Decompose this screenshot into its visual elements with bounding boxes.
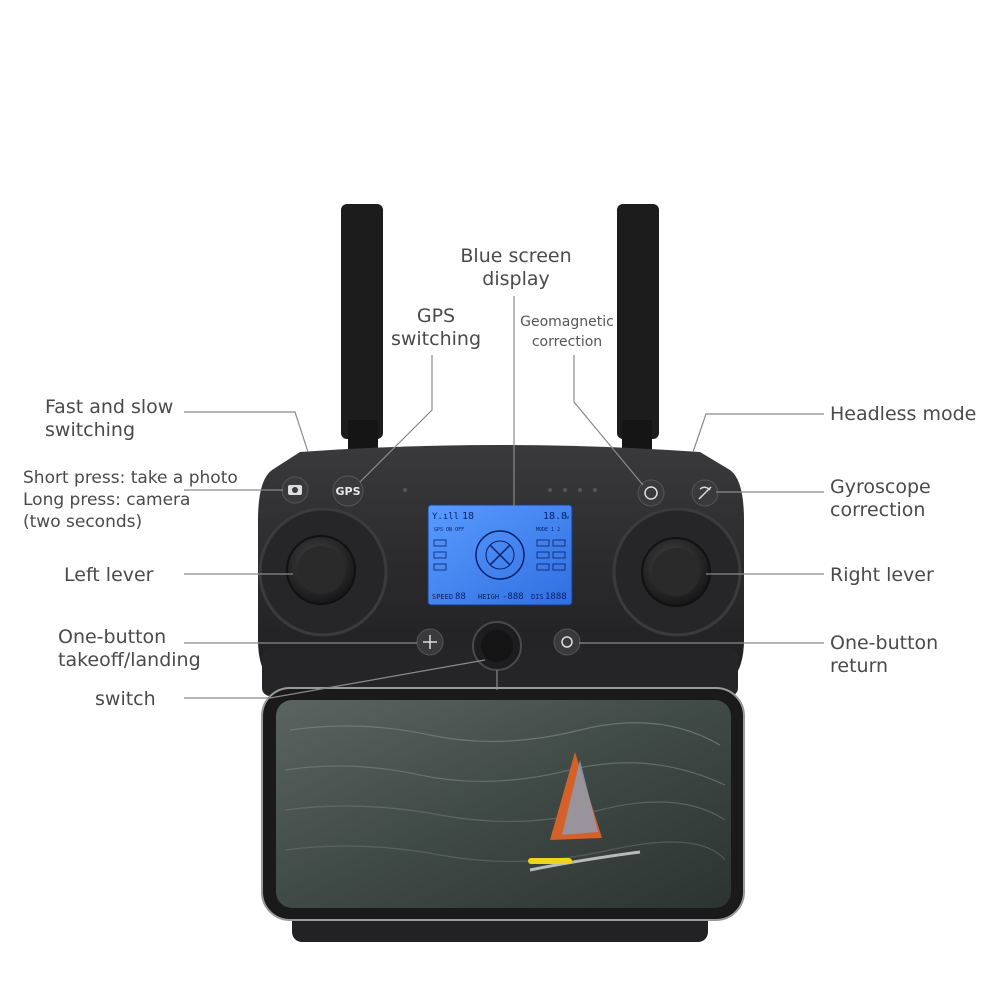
lcd-signal: Y.ıll xyxy=(432,512,459,522)
label-gps-switching: GPS switching xyxy=(390,305,482,350)
label-geomagnetic-correction: Geomagnetic correction xyxy=(520,314,614,350)
label-gyroscope-correction: Gyroscope correction xyxy=(830,476,931,521)
blue-screen-display: Y.ıll 18 18.8 v GPS ON OFF MODE 1 2 SPEE… xyxy=(427,504,573,606)
label-fast-slow-switching: Fast and slow switching xyxy=(45,396,174,441)
label-one-button-takeoff: One-button takeoff/landing xyxy=(58,626,201,671)
lcd-compass-ring xyxy=(475,530,525,580)
camera-button[interactable] xyxy=(281,476,309,504)
label-switch: switch xyxy=(95,688,156,710)
return-icon xyxy=(561,636,573,648)
lcd-speed-label: SPEED xyxy=(432,593,453,601)
smartphone xyxy=(261,687,745,921)
right-lever[interactable] xyxy=(641,537,711,607)
label-camera-button: Short press: take a photo Long press: ca… xyxy=(23,468,238,532)
lcd-dis-value: 1888 xyxy=(545,592,567,602)
geomagnetic-correction-button[interactable] xyxy=(637,479,665,507)
lcd-top-value: 18 xyxy=(462,511,474,522)
one-button-return-button[interactable] xyxy=(553,628,581,656)
leader-lines xyxy=(184,296,824,699)
gps-button[interactable]: GPS xyxy=(332,475,364,507)
label-left-lever: Left lever xyxy=(64,564,154,586)
lcd-battery-unit: v xyxy=(566,514,570,521)
drone-icon xyxy=(423,635,437,649)
gps-button-label: GPS xyxy=(335,485,360,498)
windsurfer xyxy=(528,752,602,864)
right-antenna xyxy=(617,204,659,450)
label-right-lever: Right lever xyxy=(830,564,934,586)
lcd-speed-value: 88 xyxy=(455,592,466,602)
takeoff-landing-button[interactable] xyxy=(416,628,444,656)
phone-screen-photo xyxy=(276,700,731,908)
lcd-dis-label: DIS xyxy=(531,593,544,601)
label-blue-screen-display: Blue screen display xyxy=(460,245,572,290)
gyroscope-correction-button[interactable] xyxy=(691,479,719,507)
lcd-height-label: HEIGH xyxy=(478,593,499,601)
lcd-battery-value: 18.8 xyxy=(543,511,567,522)
label-headless-mode: Headless mode xyxy=(830,403,977,425)
left-lever[interactable] xyxy=(286,535,356,605)
gyroscope-icon xyxy=(698,486,712,500)
compass-icon xyxy=(644,486,658,500)
lcd-mode: MODE 1 2 xyxy=(536,527,560,533)
lcd-height-value: -888 xyxy=(502,592,524,602)
label-one-button-return: One-button return xyxy=(830,632,939,677)
left-antenna xyxy=(341,204,383,450)
lcd-gps-status: GPS ON OFF xyxy=(434,527,464,533)
power-switch[interactable] xyxy=(472,621,522,671)
